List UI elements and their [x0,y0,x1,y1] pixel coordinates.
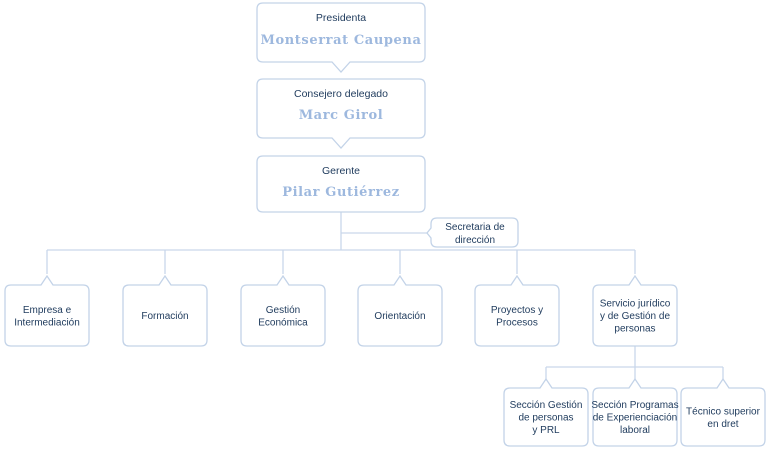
node-label-line: Formación [141,311,188,322]
connector-lines [46,212,724,381]
department-box[interactable]: Orientación [357,274,443,347]
node-label-line: y de Gestión de [600,311,670,322]
node-frame [122,274,208,347]
departments: Empresa eIntermediaciónFormaciónGestiónE… [4,274,678,347]
node-frame [240,274,326,347]
node-label-line: personas [614,324,655,335]
executive-manager[interactable]: Gerente Pilar Gutiérrez [256,155,426,213]
node-frame [474,274,560,347]
person-name: Pilar Gutiérrez [282,185,400,200]
node-label-line: Proyectos y [491,305,543,316]
node-label-line: Orientación [374,311,425,322]
node-frame [592,274,678,347]
node-label-line: Empresa e [23,305,72,316]
secretary-label-line1: Secretaria de [445,222,505,233]
node-label-line: Intermediación [14,317,80,328]
node-label-line: de Experienciación [593,413,678,424]
executive-ceo[interactable]: Consejero delegado Marc Girol [256,78,426,149]
secretary-label-line2: dirección [455,235,495,246]
person-name: Montserrat Caupena [260,33,421,48]
node-label-line: laboral [620,425,650,436]
node-label-line: Económica [258,317,308,328]
node-label-line: Sección Gestión [510,400,583,411]
node-label-line: y PRL [532,425,560,436]
node-label-line: Procesos [496,317,538,328]
role-label: Consejero delegado [294,88,388,100]
department-box[interactable]: Formación [122,274,208,347]
secretary-box[interactable]: Secretaria de dirección [426,217,519,248]
node-label-line: Sección Programas [591,400,678,411]
role-label: Gerente [322,165,360,177]
role-label: Presidenta [316,12,366,24]
node-frame [592,377,678,447]
node-frame [503,377,589,447]
node-frame [357,274,443,347]
node-label-line: de personas [518,413,573,424]
node-label-line: en dret [707,419,738,430]
node-label-line: Servicio jurídico [600,299,671,310]
node-frame [4,274,90,347]
executive-president[interactable]: Presidenta Montserrat Caupena [256,2,426,73]
node-frame [680,377,766,447]
section-box[interactable]: Sección Programas de Experienciaciónlabor… [591,377,679,447]
person-name: Marc Girol [299,108,384,123]
section-box[interactable]: Técnico superior en dret [680,377,766,447]
node-label-line: Gestión [266,305,300,316]
node-label-line: Técnico superior [686,406,761,417]
